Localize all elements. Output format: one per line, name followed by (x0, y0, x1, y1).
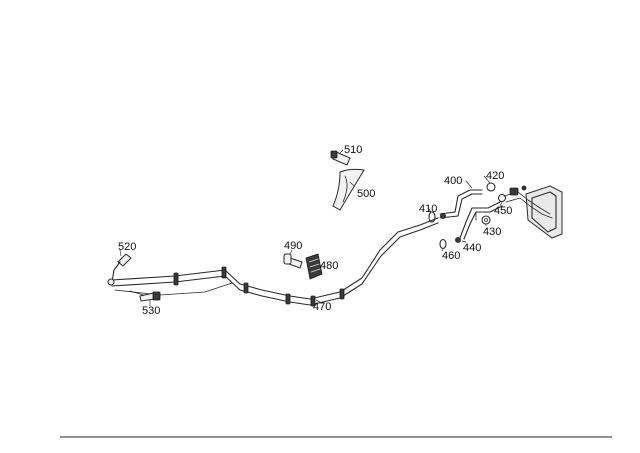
part-label-420: 420 (486, 170, 504, 182)
trim-cover-500-icon (332, 168, 365, 211)
part-label-400: 400 (444, 175, 462, 187)
fitting-440-icon (455, 237, 461, 243)
part-label-440: 440 (463, 242, 481, 254)
oring-410-icon (428, 211, 436, 223)
oring-420-icon (486, 182, 496, 192)
part-label-470: 470 (313, 301, 331, 313)
part-label-530: 530 (142, 305, 160, 317)
part-label-460: 460 (442, 250, 460, 262)
part-label-410: 410 (419, 203, 437, 215)
part-label-480: 480 (320, 260, 338, 272)
cooler-unit-icon (503, 185, 563, 239)
part-label-500: 500 (357, 188, 375, 200)
clip-bracket-480-icon (305, 253, 323, 280)
part-label-450: 450 (494, 205, 512, 217)
fitting-520-icon (107, 253, 132, 286)
part-label-430: 430 (483, 226, 501, 238)
clip-510-icon (330, 150, 351, 166)
leader-lines (119, 149, 503, 306)
bolt-530-icon (139, 291, 161, 302)
part-label-510: 510 (344, 144, 362, 156)
part-labels: 400 410 420 430 440 450 460 470 480 490 … (118, 144, 512, 317)
part-label-520: 520 (118, 241, 136, 253)
oring-460-icon (439, 238, 447, 250)
bolt-490-icon (283, 253, 303, 269)
pipe-430-icon (459, 201, 503, 240)
hose-line-assembly (111, 217, 439, 307)
pipe-400-icon (439, 189, 483, 219)
part-label-490: 490 (284, 240, 302, 252)
